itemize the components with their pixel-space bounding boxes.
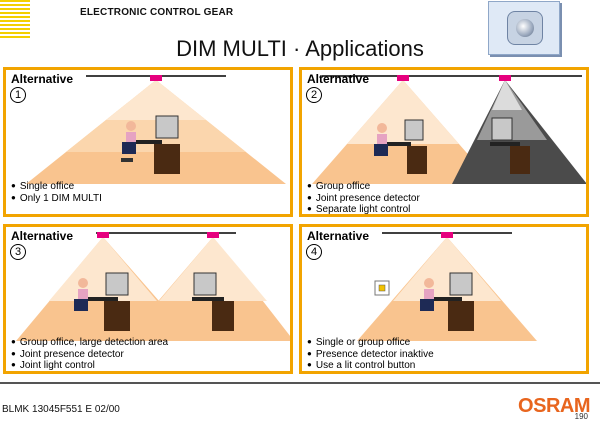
page-title: DIM MULTI · Applications <box>176 36 424 61</box>
sensor-icon <box>97 232 109 238</box>
alternative-number: 2 <box>306 87 322 103</box>
beam-1 <box>357 237 537 341</box>
bullet-list: Group office, large detection area Joint… <box>11 337 168 371</box>
panel-alternative-4: Alternative 4 Single or group office Pre… <box>299 224 589 374</box>
sensor-icon <box>397 75 409 81</box>
office-worker-1 <box>420 272 474 331</box>
list-item: Joint presence detector <box>307 193 420 205</box>
document-code: BLMK 13045F551 E 02/00 <box>2 404 120 415</box>
list-item: Only 1 DIM MULTI <box>11 193 102 205</box>
sensor-icon <box>150 75 162 81</box>
detector-lens <box>516 19 534 37</box>
list-item: Group office <box>307 181 420 193</box>
header-label: ELECTRONIC CONTROL GEAR <box>80 7 234 18</box>
alternative-label: Alternative <box>307 72 370 86</box>
alternative-label: Alternative <box>307 229 370 243</box>
office-workstation-2 <box>192 272 234 331</box>
panel-alternative-2: Alternative 2 Group office Joint presenc… <box>299 67 589 217</box>
illustration-2 <box>312 75 586 184</box>
alternative-number: 4 <box>306 244 322 260</box>
alternative-label: Alternative <box>11 72 74 86</box>
illustration-3 <box>16 232 290 341</box>
bullet-list: Group office Joint presence detector Sep… <box>307 181 420 214</box>
detector-device <box>507 11 543 45</box>
control-button-icon <box>374 280 390 296</box>
list-item: Group office, large detection area <box>11 337 168 349</box>
list-item: Single or group office <box>307 337 434 349</box>
beam-1 <box>312 80 494 184</box>
alternative-label: Alternative <box>11 229 74 243</box>
panel-alternative-3: Alternative 3 Group office, large detect… <box>3 224 293 374</box>
list-item: Joint presence detector <box>11 349 168 361</box>
office-worker-1 <box>74 272 130 331</box>
page-number: 190 <box>574 412 588 421</box>
bullet-list: Single or group office Presence detector… <box>307 337 434 371</box>
list-item: Single office <box>11 181 102 193</box>
brand-logo: OSRAM <box>518 395 590 417</box>
presence-detector-image <box>488 1 560 55</box>
list-item: Joint light control <box>11 360 168 371</box>
bullet-list: Single office Only 1 DIM MULTI <box>11 181 102 204</box>
decorative-stripes <box>0 0 30 40</box>
sensor-icon <box>499 75 511 81</box>
illustration-1 <box>26 75 286 184</box>
alternative-number: 1 <box>10 87 26 103</box>
office-worker-1 <box>121 115 180 174</box>
office-worker-1 <box>374 119 427 174</box>
list-item: Presence detector inaktive <box>307 349 434 361</box>
alternative-number: 3 <box>10 244 26 260</box>
footer-divider <box>0 382 600 384</box>
office-workstation-2 <box>490 117 530 174</box>
sensor-icon <box>207 232 219 238</box>
panel-alternative-1: Alternative 1 Single office Only 1 DIM M… <box>3 67 293 217</box>
list-item: Separate light control <box>307 204 420 214</box>
illustration-4 <box>357 232 537 341</box>
list-item: Use a lit control button <box>307 360 434 371</box>
sensor-icon <box>441 232 453 238</box>
